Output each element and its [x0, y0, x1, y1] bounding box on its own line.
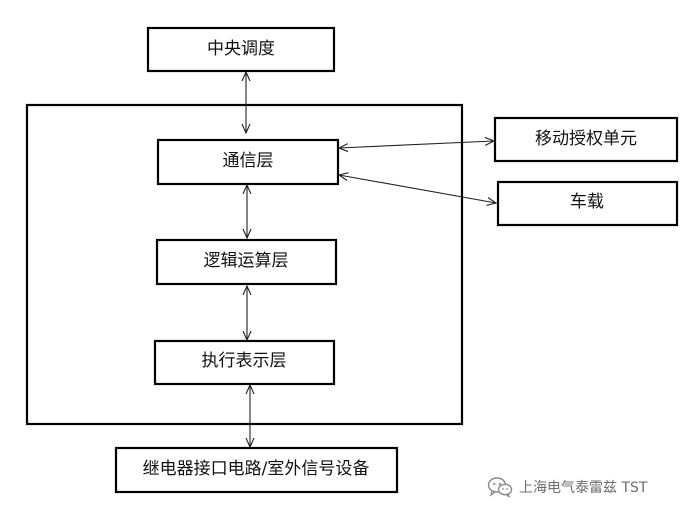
node-vehicle: 车载	[496, 180, 679, 227]
edge-communication-to-mobile-authorization	[339, 141, 494, 148]
node-mobile-authorization-label: 移动授权单元	[535, 129, 637, 149]
node-vehicle-label: 车载	[570, 192, 604, 212]
node-central-dispatch-label: 中央调度	[207, 39, 275, 59]
watermark-text: 上海电气泰雷兹 TST	[519, 480, 648, 496]
node-interface-layer: 继电器接口电路/室外信号设备	[114, 446, 399, 494]
node-execution-layer: 执行表示层	[153, 339, 336, 386]
node-central-dispatch: 中央调度	[146, 26, 336, 73]
node-logic-layer: 逻辑运算层	[155, 238, 338, 286]
node-execution-layer-label: 执行表示层	[202, 351, 287, 371]
wechat-icon	[487, 477, 513, 498]
node-mobile-authorization: 移动授权单元	[493, 116, 679, 163]
node-logic-layer-label: 逻辑运算层	[204, 251, 289, 271]
node-interface-layer-label: 继电器接口电路/室外信号设备	[143, 459, 370, 479]
edge-communication-to-vehicle	[339, 175, 496, 203]
node-communication-layer: 通信层	[156, 138, 340, 186]
watermark: 上海电气泰雷兹 TST	[487, 474, 647, 500]
node-communication-layer-label: 通信层	[223, 151, 274, 171]
